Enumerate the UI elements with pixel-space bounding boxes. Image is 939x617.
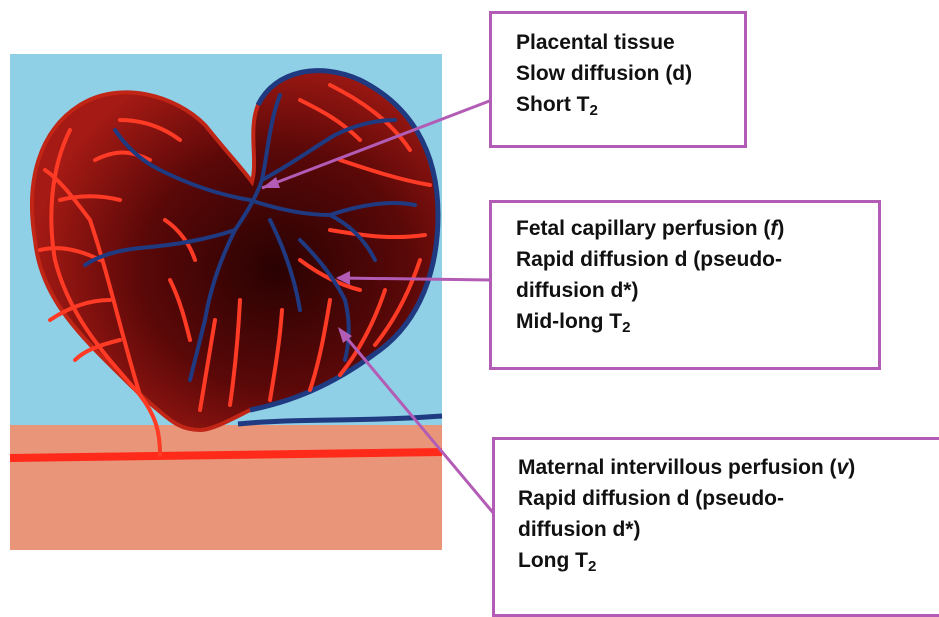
- maternal-diffusion-line1: Rapid diffusion d (pseudo-: [518, 483, 939, 514]
- fetal-diffusion-line2: diffusion d*): [516, 275, 878, 306]
- maternal-intervillous-title: Maternal intervillous perfusion (v): [518, 452, 939, 483]
- label-box-placental-tissue: Placental tissue Slow diffusion (d) Shor…: [489, 11, 747, 148]
- fetal-t2-prefix: Mid-long T: [516, 310, 622, 333]
- maternal-t2-prefix: Long T: [518, 549, 588, 572]
- pointer-fetal-capillary: [338, 278, 492, 280]
- maternal-diffusion-line2: diffusion d*): [518, 514, 939, 545]
- maternal-title-prefix: Maternal intervillous perfusion (: [518, 456, 837, 479]
- maternal-title-symbol: v: [837, 456, 849, 479]
- fetal-title-suffix: ): [777, 217, 784, 240]
- placental-tissue-t2: Short T2: [516, 89, 744, 120]
- fetal-capillary-title: Fetal capillary perfusion (f): [516, 213, 878, 244]
- label-box-maternal-intervillous: Maternal intervillous perfusion (v) Rapi…: [492, 437, 939, 617]
- fetal-t2: Mid-long T2: [516, 306, 878, 337]
- maternal-title-suffix: ): [848, 456, 855, 479]
- fetal-diffusion-line1: Rapid diffusion d (pseudo-: [516, 244, 878, 275]
- placental-tissue-title: Placental tissue: [516, 27, 744, 58]
- placental-tissue-t2-sub: 2: [590, 102, 598, 119]
- fetal-title-prefix: Fetal capillary perfusion (: [516, 217, 770, 240]
- fetal-t2-sub: 2: [622, 319, 630, 336]
- placental-tissue-t2-prefix: Short T: [516, 93, 590, 116]
- maternal-t2-sub: 2: [588, 558, 596, 575]
- maternal-t2: Long T2: [518, 545, 939, 576]
- uterine-wall: [10, 425, 442, 550]
- label-box-fetal-capillary: Fetal capillary perfusion (f) Rapid diff…: [489, 200, 881, 370]
- placental-tissue-diffusion: Slow diffusion (d): [516, 58, 744, 89]
